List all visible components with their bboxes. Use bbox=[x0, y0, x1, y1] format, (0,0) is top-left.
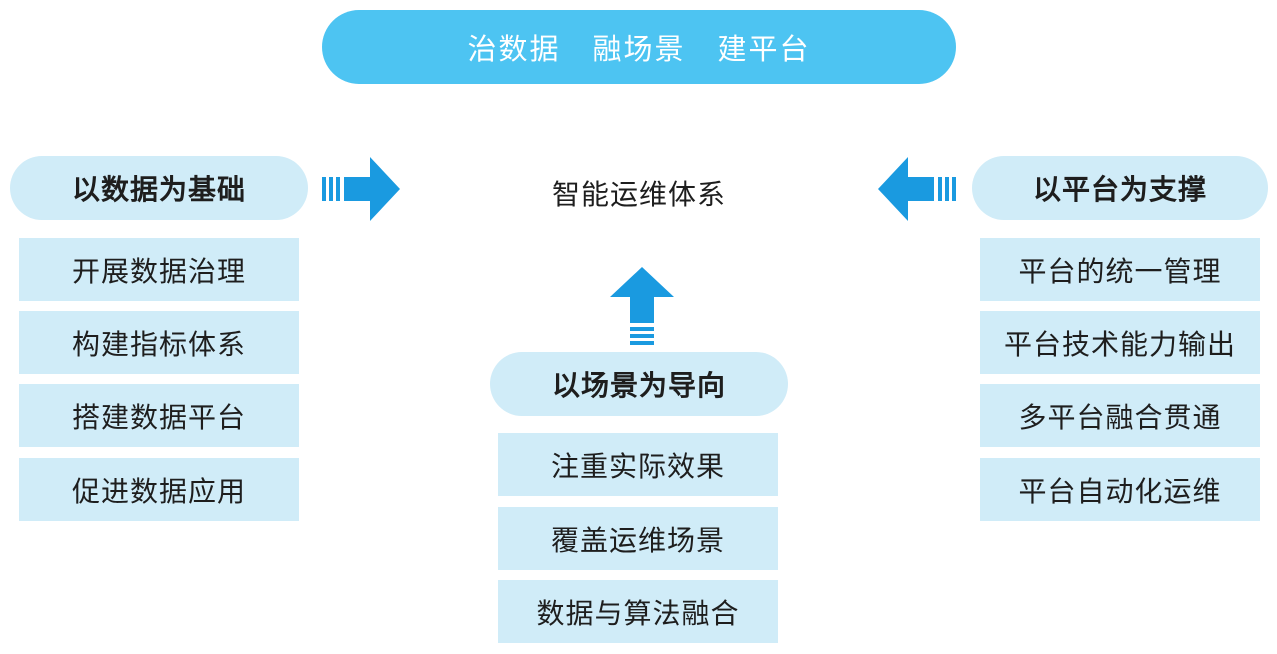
right-header: 以平台为支撑 bbox=[972, 156, 1268, 220]
left-item-3: 搭建数据平台 bbox=[19, 384, 299, 447]
banner-item-govern-data: 治数据 bbox=[467, 32, 561, 66]
right-item-2: 平台技术能力输出 bbox=[980, 311, 1260, 374]
right-item-1: 平台的统一管理 bbox=[980, 238, 1260, 301]
top-banner: 治数据 融场景 建平台 bbox=[322, 10, 956, 84]
banner-item-build-platform: 建平台 bbox=[717, 32, 811, 66]
arrow-right-icon bbox=[322, 157, 400, 221]
arrow-up-icon bbox=[610, 267, 674, 345]
left-item-2: 构建指标体系 bbox=[19, 311, 299, 374]
middle-header: 以场景为导向 bbox=[490, 352, 788, 416]
middle-item-3: 数据与算法融合 bbox=[498, 580, 778, 643]
left-item-1: 开展数据治理 bbox=[19, 238, 299, 301]
right-item-4: 平台自动化运维 bbox=[980, 458, 1260, 521]
banner-item-merge-scenes: 融场景 bbox=[592, 32, 686, 66]
middle-item-2: 覆盖运维场景 bbox=[498, 507, 778, 570]
left-header: 以数据为基础 bbox=[10, 156, 308, 220]
arrow-left-icon bbox=[878, 157, 956, 221]
middle-item-1: 注重实际效果 bbox=[498, 433, 778, 496]
center-title: 智能运维体系 bbox=[551, 178, 726, 211]
left-item-4: 促进数据应用 bbox=[19, 458, 299, 521]
right-item-3: 多平台融合贯通 bbox=[980, 384, 1260, 447]
